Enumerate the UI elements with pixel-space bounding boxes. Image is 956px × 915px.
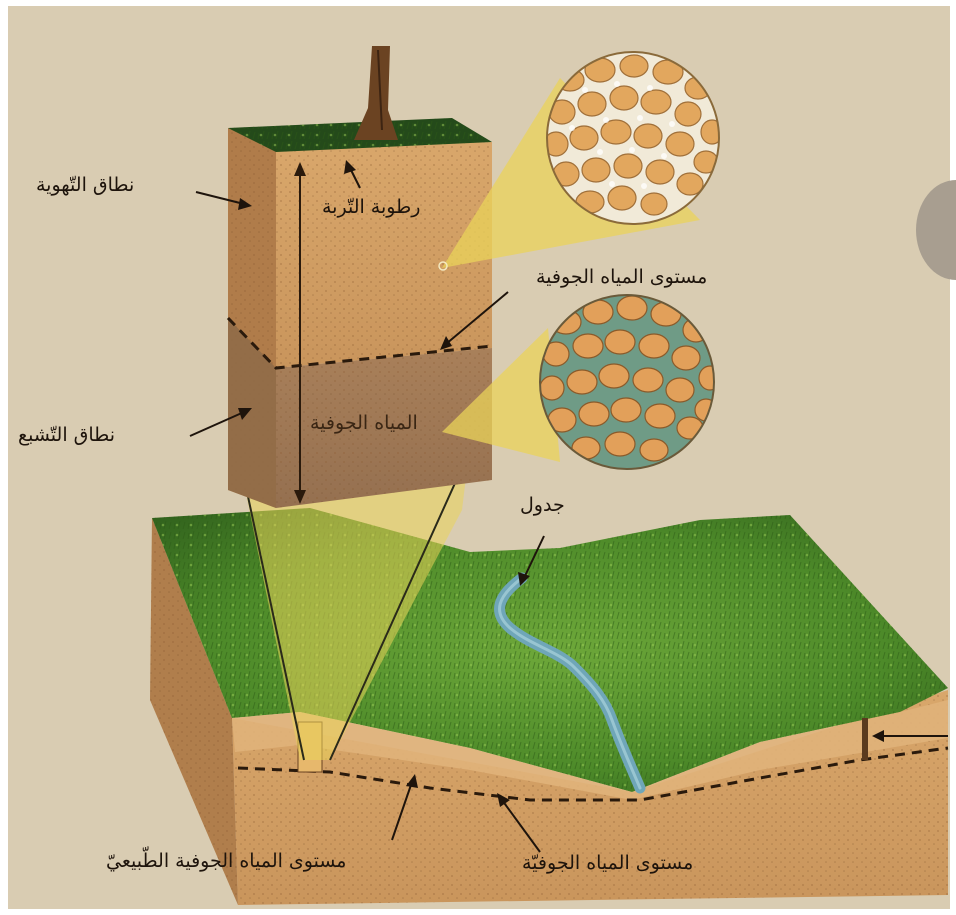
label-water-table-top: مستوى المياه الجوفية bbox=[536, 268, 707, 287]
label-aeration-zone: نطاق التّهوية bbox=[36, 176, 134, 195]
label-natural-water-table: مستوى المياه الجوفية الطّبيعيّ bbox=[106, 852, 346, 871]
label-soil-moisture: رطوبة التّربة bbox=[322, 198, 420, 217]
label-saturation-zone: نطاق التّشبع bbox=[18, 426, 115, 445]
right-pipe bbox=[862, 718, 868, 760]
label-water-table-bottom: مستوى المياه الجوفيّة bbox=[522, 854, 693, 873]
label-groundwater: المياه الجوفية bbox=[310, 414, 418, 433]
label-stream: جدول bbox=[520, 496, 565, 515]
